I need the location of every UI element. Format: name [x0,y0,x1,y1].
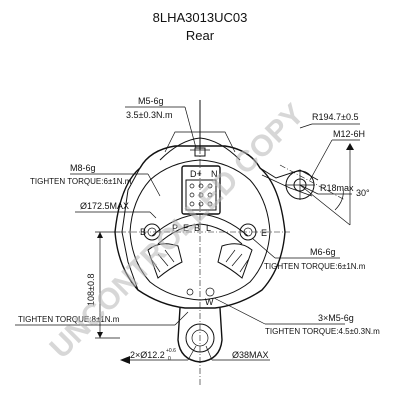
dimension-lines [15,106,360,364]
dia172-label: Ø172.5MAX [80,201,129,211]
terminal-b-label: B [194,223,200,233]
callout-labels: M5-6g 3.5±0.3N.m R194.7±0.5 M12-6H R18ma… [18,96,380,362]
b-terminal-post: B [140,223,161,241]
terminal-w-label: W [205,297,214,307]
b-post-label: B [140,227,146,237]
dim108-label: 108±0.8 [86,274,96,306]
terminal-p-label: P [172,223,178,233]
view-title: Rear [186,28,215,43]
left-torque: TIGHTEN TORQUE:8±1N.m [18,315,120,324]
terminal-d-plus-label: D+ [190,169,202,179]
m5-bottom-torque: TIGHTEN TORQUE:4.5±0.3N.m [265,327,380,336]
m8-torque: TIGHTEN TORQUE:6±1N.m [30,177,132,186]
m8-label: M8-6g [70,163,96,173]
m12-label: M12-6H [333,129,365,139]
m5-top-label: M5-6g [138,96,164,106]
e-post-label: E [261,228,267,238]
m5-top-torque: 3.5±0.3N.m [126,110,172,120]
terminal-e-label: E [183,223,189,233]
dia38-label: Ø38MAX [232,350,269,360]
m5-bottom-label: 3×M5-6g [318,313,354,323]
r194-label: R194.7±0.5 [312,112,358,122]
e-terminal-post: E [239,223,267,241]
regulator-connector: D+ N [181,100,221,215]
m6-label: M6-6g [310,247,336,257]
terminal-n-label: N [211,169,218,179]
tol-lower: 0 [168,356,171,362]
r18-label: R18max [320,183,354,193]
angle-30-label: 30° [356,188,370,198]
tol-upper: +0.6 [166,348,176,354]
terminal-l-label: L [206,223,211,233]
holes-label: 2×Ø12.2 [130,350,165,360]
m6-torque: TIGHTEN TORQUE:6±1N.m [264,262,366,271]
watermark-uncontrolled-copy: UNCONTROLLED COPY [44,98,311,365]
part-number-title: 8LHA3013UC03 [153,10,248,25]
